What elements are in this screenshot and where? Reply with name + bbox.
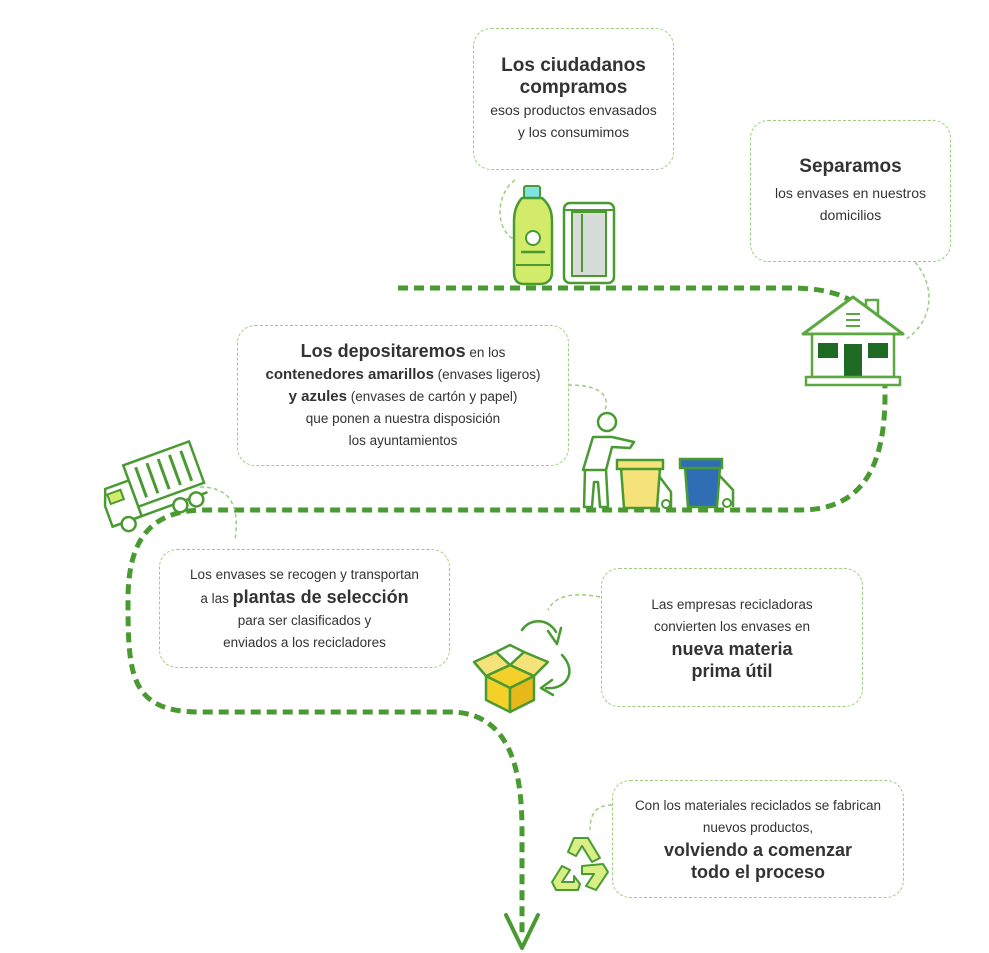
separamos-desc-line2: domicilios <box>819 207 882 223</box>
step-separamos-box: Separamos los envases en nuestros domici… <box>750 120 951 262</box>
house-icon <box>801 295 905 387</box>
yellow-containers-label: contenedores amarillos <box>265 365 434 383</box>
step-compramos-desc: esos productos envasados y los consumimo… <box>490 99 657 143</box>
comenzar-bold-line1: volviendo a comenzar <box>663 840 853 860</box>
box-icon <box>472 643 550 714</box>
recicladoras-bold: nueva materia prima útil <box>671 638 792 682</box>
comenzar-bold: volviendo a comenzar todo el proceso <box>664 839 852 883</box>
depositaremos-title-suffix: en los <box>465 344 506 360</box>
recycle-symbol-icon <box>551 837 609 891</box>
separamos-desc-line1: los envases en nuestros <box>775 185 926 201</box>
yellow-containers-note: (envases ligeros) <box>433 366 541 382</box>
blue-bin-icon <box>678 457 735 509</box>
compramos-desc-line1: esos productos envasados <box>490 102 657 118</box>
depositaremos-title: Los depositaremos <box>300 340 466 361</box>
step-compramos-title: Los ciudadanos compramos <box>501 55 646 99</box>
can-icon <box>562 201 616 285</box>
recogen-line1: Los envases se recogen y transportan <box>190 566 419 582</box>
recicladoras-line1: Las empresas recicladoras <box>651 596 813 612</box>
connector-lines <box>199 179 930 831</box>
recogen-line2: a las plantas de selección <box>200 586 408 610</box>
recicladoras-line2: convierten los envases en <box>653 618 811 634</box>
truck-icon <box>103 439 208 533</box>
recycle-arrows-icon <box>520 620 571 697</box>
step-recicladoras-box: Las empresas recicladoras convierten los… <box>601 568 863 707</box>
blue-containers-label: y azules <box>288 387 347 405</box>
blue-containers-note: (envases de cartón y papel) <box>347 388 518 404</box>
step-compramos-box: Los ciudadanos compramos esos productos … <box>473 28 674 170</box>
compramos-desc-line2: y los consumimos <box>517 124 630 140</box>
recogen-line2-prefix: a las <box>200 590 233 606</box>
comenzar-line2: nuevos productos, <box>702 820 814 835</box>
depositaremos-line2: contenedores amarillos (envases ligeros) <box>266 364 541 386</box>
comenzar-bold-line2: todo el proceso <box>690 862 825 882</box>
recicladoras-bold-line1: nueva materia <box>671 638 793 659</box>
depositaremos-line3: y azules (envases de cartón y papel) <box>289 386 518 408</box>
depositaremos-line5: los ayuntamientos <box>348 432 458 448</box>
depositaremos-line4: que ponen a nuestra disposición <box>305 410 501 426</box>
compramos-title-line2: compramos <box>519 77 628 98</box>
step-comenzar-box: Con los materiales reciclados se fabrica… <box>612 780 904 898</box>
recogen-line3: para ser clasificados y <box>237 612 372 628</box>
person-icon <box>581 411 636 509</box>
step-depositaremos-box: Los depositaremos en los contenedores am… <box>237 325 569 466</box>
recicladoras-bold-line2: prima útil <box>691 660 773 681</box>
comenzar-line1: Con los materiales reciclados se fabrica… <box>634 798 882 813</box>
recogen-line4: enviados a los recicladores <box>223 634 386 650</box>
step-separamos-desc: los envases en nuestros domicilios <box>775 182 926 226</box>
step-recogen-box: Los envases se recogen y transportan a l… <box>159 549 450 668</box>
step-separamos-title: Separamos <box>799 156 902 177</box>
selection-plants-label: plantas de selección <box>232 586 409 607</box>
arrow-down-icon <box>504 913 540 950</box>
yellow-bin-icon <box>615 458 673 510</box>
bottle-icon <box>512 185 554 286</box>
depositaremos-line1: Los depositaremos en los <box>301 340 506 364</box>
compramos-title-line1: Los ciudadanos <box>501 55 646 76</box>
